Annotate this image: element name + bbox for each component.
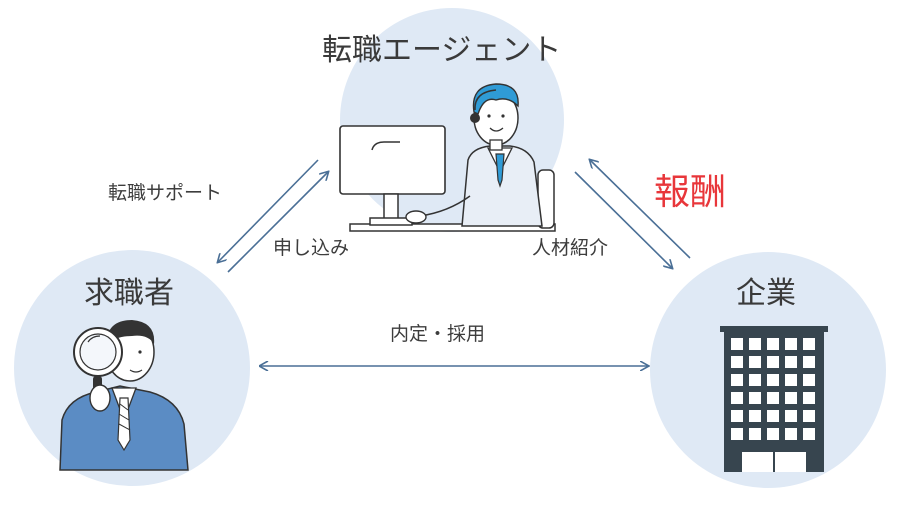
building-window bbox=[731, 374, 743, 386]
building-window bbox=[731, 356, 743, 368]
building-window bbox=[767, 428, 779, 440]
building-window bbox=[749, 392, 761, 404]
building-window bbox=[767, 338, 779, 350]
building-window bbox=[767, 410, 779, 422]
building-window bbox=[749, 374, 761, 386]
building-window bbox=[785, 356, 797, 368]
building-icon bbox=[720, 326, 828, 472]
building-window bbox=[749, 410, 761, 422]
building-window bbox=[749, 428, 761, 440]
building-window bbox=[803, 428, 815, 440]
apply-arrow bbox=[227, 172, 328, 273]
building-window bbox=[803, 392, 815, 404]
seeker-illustration bbox=[59, 320, 189, 471]
building-window bbox=[785, 392, 797, 404]
building-window bbox=[731, 392, 743, 404]
building-window bbox=[785, 338, 797, 350]
building-window bbox=[785, 410, 797, 422]
building-window bbox=[731, 428, 743, 440]
seeker-title: 求職者 bbox=[84, 276, 174, 311]
building-window bbox=[731, 410, 743, 422]
introduce-label: 人材紹介 bbox=[532, 237, 609, 259]
offer-label: 内定・採用 bbox=[390, 323, 486, 345]
reward-arrow bbox=[590, 160, 691, 259]
building-window bbox=[785, 374, 797, 386]
introduce-arrow bbox=[574, 171, 672, 268]
building-window bbox=[767, 392, 779, 404]
building-window bbox=[749, 338, 761, 350]
building-window bbox=[767, 356, 779, 368]
company-title: 企業 bbox=[736, 276, 796, 311]
agent-title: 転職エージェント bbox=[322, 33, 562, 68]
building-window bbox=[731, 338, 743, 350]
building-window bbox=[803, 356, 815, 368]
support-label: 転職サポート bbox=[108, 182, 223, 204]
apply-label: 申し込み bbox=[273, 237, 350, 259]
reward-label: 報酬 bbox=[654, 172, 727, 213]
agent-illustration bbox=[339, 83, 556, 232]
building-window bbox=[803, 374, 815, 386]
building-window bbox=[803, 410, 815, 422]
support-arrow bbox=[218, 159, 319, 262]
building-window bbox=[767, 374, 779, 386]
building-window bbox=[749, 356, 761, 368]
building-window bbox=[785, 428, 797, 440]
building-window bbox=[803, 338, 815, 350]
